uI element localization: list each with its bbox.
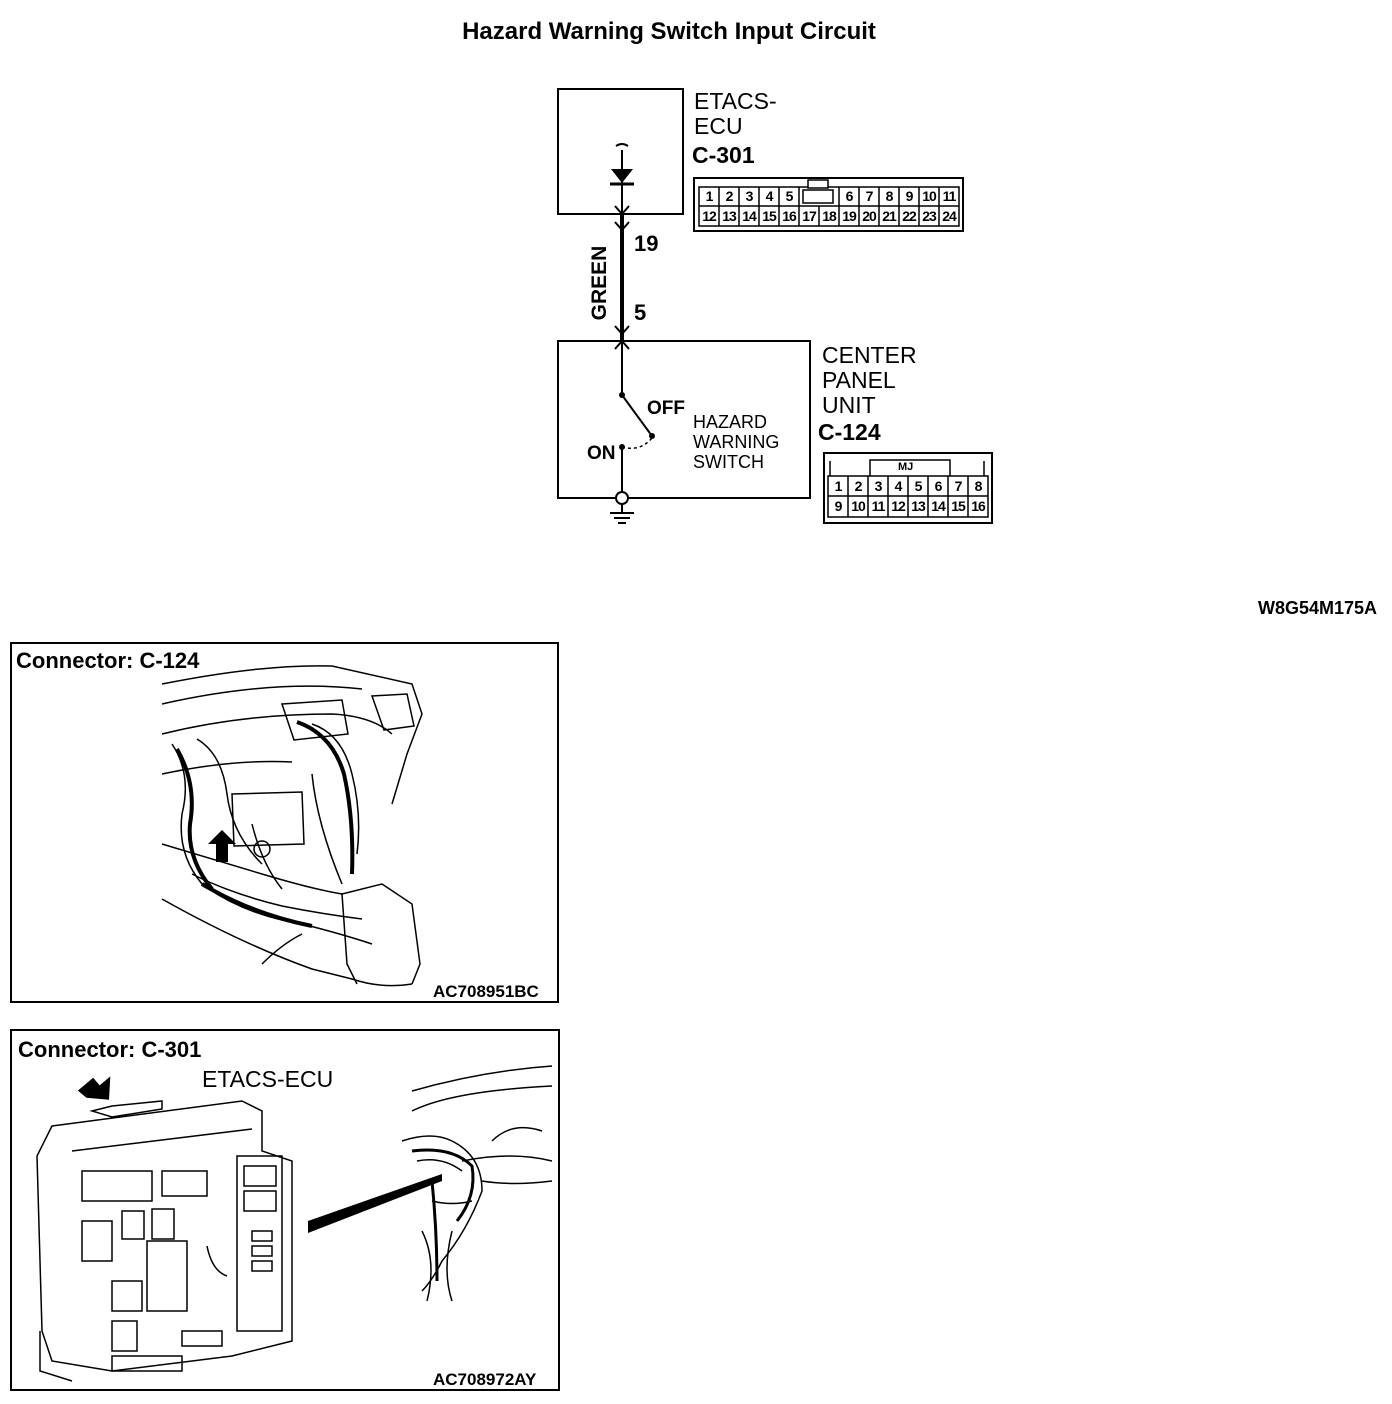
connector-pin: 11 xyxy=(942,188,957,204)
pointer-wedge xyxy=(308,1174,442,1233)
switch-on-label: ON xyxy=(587,443,616,464)
wire-pin-bottom: 5 xyxy=(634,300,647,325)
center-panel-label-line1: CENTER xyxy=(822,342,917,368)
connector-pin: 16 xyxy=(971,498,986,514)
connector-pin: 6 xyxy=(934,478,943,494)
wire-pin-top: 19 xyxy=(634,231,659,256)
center-panel-label-line2: PANEL xyxy=(822,367,896,393)
panel-c301-title: Connector: C-301 xyxy=(18,1037,202,1062)
connector-pin: 12 xyxy=(702,208,717,224)
connector-pin: 12 xyxy=(891,498,906,514)
switch-name-line2: WARNING xyxy=(693,432,780,452)
ground-terminal xyxy=(615,491,629,505)
connector-pin: 22 xyxy=(902,208,917,224)
connector-pin: 2 xyxy=(725,188,734,204)
wire-continuation-mark xyxy=(615,143,629,147)
dashboard-illustration xyxy=(161,665,423,987)
connector-pin: 10 xyxy=(922,188,937,204)
connector-pin: 23 xyxy=(922,208,937,224)
panel-c124-code: AC708951BC xyxy=(433,982,539,1001)
etacs-label-line1: ETACS- xyxy=(694,88,777,114)
switch-name: HAZARD WARNING SWITCH xyxy=(693,412,779,472)
connector-pin: 15 xyxy=(951,498,966,514)
circuit-schematic xyxy=(557,88,993,524)
connector-pin: 1 xyxy=(705,188,714,204)
panel-c124-title: Connector: C-124 xyxy=(16,648,200,673)
panel-c301-subtitle: ETACS-ECU xyxy=(202,1066,334,1092)
connector-pin: 4 xyxy=(894,478,903,494)
connector-pin: 10 xyxy=(851,498,866,514)
connector-pin: 7 xyxy=(954,478,963,494)
center-panel-connector-id: C-124 xyxy=(818,419,881,445)
wire-color-label-wrap: GREEN xyxy=(588,246,612,321)
connector-pin: 1 xyxy=(834,478,843,494)
c124-pin-row-2: 9 10 11 12 13 14 15 16 xyxy=(828,496,988,517)
mj-label: MJ xyxy=(898,461,914,473)
connector-pin: 14 xyxy=(931,498,946,514)
diagram-title: Hazard Warning Switch Input Circuit xyxy=(462,18,876,45)
connector-lock-tab xyxy=(807,179,829,189)
connector-pin: 13 xyxy=(722,208,737,224)
wire-color-label: GREEN xyxy=(588,245,611,321)
c301-pin-row-2: 12 13 14 15 16 17 18 19 20 21 22 23 24 xyxy=(699,206,959,226)
switch-off-label: OFF xyxy=(647,398,685,419)
connector-pin: 3 xyxy=(745,188,754,204)
etacs-connector-id: C-301 xyxy=(692,142,755,168)
connector-pin: 4 xyxy=(765,188,774,204)
connector-c301-panel: Connector: C-301 ETACS-ECU xyxy=(10,1029,560,1391)
connector-pin: 17 xyxy=(802,208,817,224)
etacs-label-line2: ECU xyxy=(694,113,743,139)
c301-connector-face xyxy=(693,177,964,232)
connector-pin xyxy=(799,187,839,206)
connector-pin: 13 xyxy=(911,498,926,514)
connector-pin: 5 xyxy=(785,188,794,204)
location-arrow-icon xyxy=(77,1076,111,1100)
panel-c301-code: AC708972AY xyxy=(433,1370,537,1389)
connector-pin: 7 xyxy=(865,188,874,204)
connector-pin: 9 xyxy=(905,188,914,204)
center-panel-box xyxy=(557,340,811,499)
connector-pin: 18 xyxy=(822,208,837,224)
switch-name-line3: SWITCH xyxy=(693,452,764,472)
etacs-ecu-box xyxy=(557,88,684,215)
connector-pin: 6 xyxy=(845,188,854,204)
connector-pin: 3 xyxy=(874,478,883,494)
connector-pin: 16 xyxy=(782,208,797,224)
switch-name-line1: HAZARD xyxy=(693,412,768,432)
c124-connector-face xyxy=(823,452,993,524)
connector-pin: 11 xyxy=(871,498,886,514)
connector-pin: 9 xyxy=(834,498,843,514)
connector-pin: 21 xyxy=(882,208,897,224)
connector-pin: 8 xyxy=(974,478,983,494)
switch-blade xyxy=(621,394,653,437)
connector-c124-panel: Connector: C-124 xyxy=(10,642,559,1003)
connector-pin: 24 xyxy=(942,208,957,224)
connector-pin: 8 xyxy=(885,188,894,204)
diode-icon xyxy=(611,169,633,183)
switch-contact-off xyxy=(649,433,655,439)
connector-pin: 14 xyxy=(742,208,757,224)
location-arrow-icon xyxy=(208,830,236,862)
connector-pin: 15 xyxy=(762,208,777,224)
connector-chevron-icon xyxy=(614,325,630,336)
connector-pin: 2 xyxy=(854,478,863,494)
diagram-code: W8G54M175A xyxy=(1258,598,1378,618)
connector-pin: 20 xyxy=(862,208,877,224)
connector-pin: 5 xyxy=(914,478,923,494)
etacs-ecu-illustration xyxy=(36,1065,553,1382)
center-panel-label-line3: UNIT xyxy=(822,392,876,418)
connector-pin: 19 xyxy=(842,208,857,224)
